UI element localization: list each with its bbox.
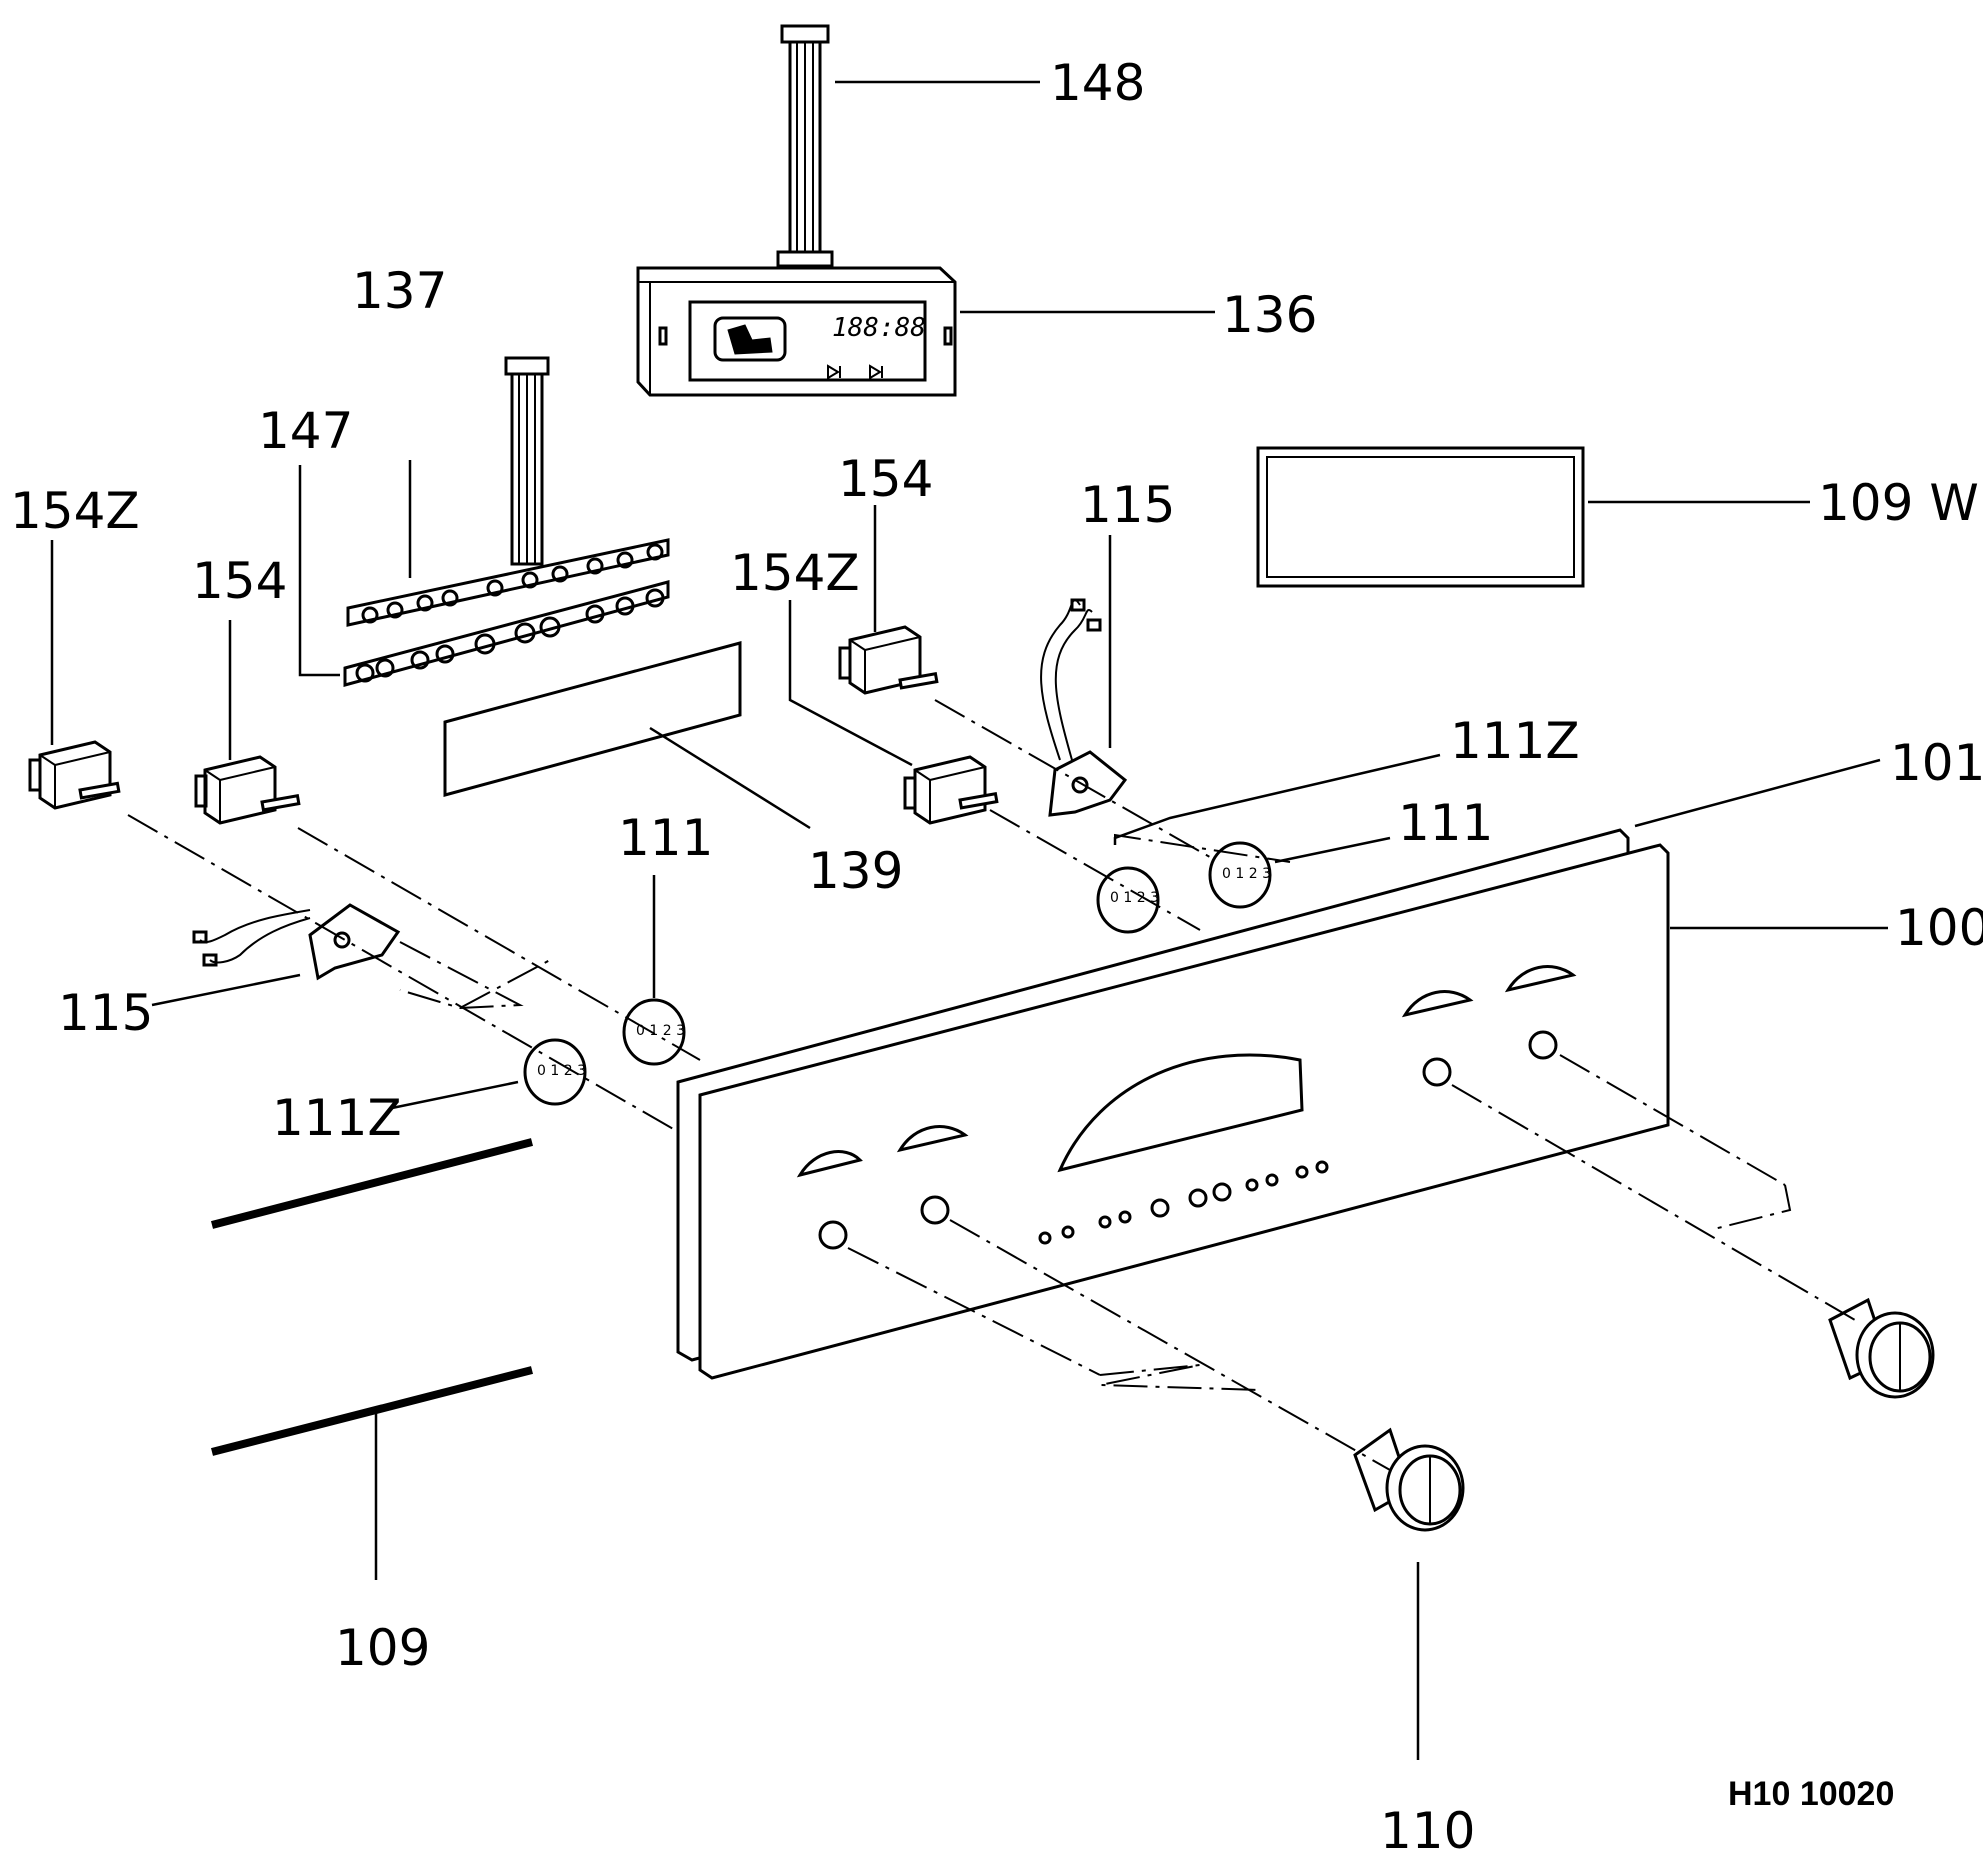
part-111z-skirt-right: 0 1 2 3 (1096, 866, 1160, 934)
label-154-left: 154 (192, 552, 287, 610)
svg-text:0 1 2 3: 0 1 2 3 (1222, 866, 1271, 882)
leader-147 (298, 465, 340, 677)
label-137: 137 (352, 262, 447, 320)
part-111-skirt-left: 0 1 2 3 (622, 998, 686, 1066)
part-136-display-module: 188:88 (636, 266, 957, 397)
label-147: 147 (258, 402, 353, 460)
label-109: 109 (335, 1619, 430, 1677)
part-137-switch-rail-upper (346, 356, 670, 627)
label-111z-left: 111Z (272, 1089, 402, 1147)
leader-115-left (151, 973, 301, 1007)
part-148-ribbon-cable (776, 24, 834, 268)
leader-111z-left (391, 1080, 519, 1110)
label-154z-right: 154Z (730, 544, 860, 602)
part-100-front-panel (698, 843, 1670, 1380)
leader-154z-right (788, 600, 913, 767)
display-readout: 188:88 (832, 313, 926, 343)
diagram-code: H10 10020 (1728, 1775, 1894, 1813)
label-109w: 109 W (1818, 474, 1979, 532)
part-115-sensor-left (192, 903, 401, 981)
part-111-skirt-right: 0 1 2 3 (1208, 841, 1272, 909)
svg-text:0 1 2 3: 0 1 2 3 (537, 1063, 586, 1079)
label-154-right: 154 (838, 450, 933, 508)
part-110-knob-right (1828, 1297, 1935, 1399)
part-111z-skirt-left: 0 1 2 3 (523, 1038, 587, 1106)
label-115-right: 115 (1080, 476, 1175, 534)
label-111-right: 111 (1398, 794, 1493, 852)
label-101: 101 (1890, 734, 1983, 792)
part-109w-glass-window (1256, 446, 1585, 588)
label-139: 139 (808, 842, 903, 900)
label-115-left: 115 (58, 984, 153, 1042)
label-111-left: 111 (618, 809, 713, 867)
assembly-lines (127, 699, 1856, 1471)
leader-139 (649, 726, 811, 830)
svg-text:0 1 2 3: 0 1 2 3 (1110, 890, 1159, 906)
part-154z-switch-right (903, 755, 999, 825)
part-154z-switch-left (28, 740, 121, 810)
label-136: 136 (1222, 286, 1317, 344)
part-154-switch-right (838, 625, 939, 695)
label-111z-right: 111Z (1450, 712, 1580, 770)
label-148: 148 (1050, 54, 1145, 112)
part-139-panel-strip (443, 641, 742, 797)
part-147-switch-rail-lower (343, 580, 670, 687)
leader-111z-right (1113, 753, 1441, 845)
label-100: 100 (1895, 899, 1983, 957)
part-115-sensor-right (1040, 598, 1128, 817)
label-154z-left: 154Z (10, 482, 140, 540)
part-109-trim-strips (210, 1138, 534, 1456)
leader-101 (1634, 758, 1881, 828)
svg-text:0 1 2 3: 0 1 2 3 (636, 1023, 685, 1039)
label-110: 110 (1380, 1802, 1475, 1858)
part-154-switch-left (194, 755, 301, 825)
leader-111-right (1274, 836, 1391, 864)
part-110-knob-center (1353, 1427, 1465, 1532)
